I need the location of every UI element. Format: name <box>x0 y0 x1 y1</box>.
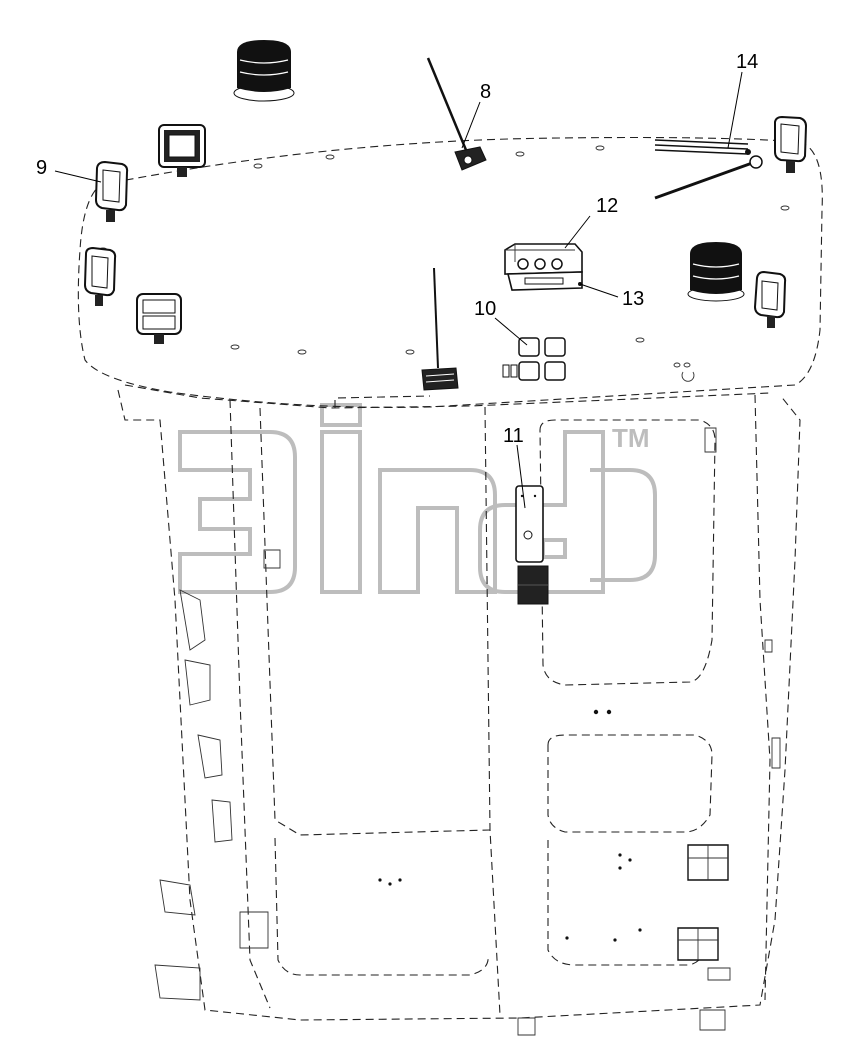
callout-10: 10 <box>474 298 496 320</box>
cab-roof-outline <box>77 136 823 409</box>
roof-antenna-base <box>421 267 459 391</box>
work-light-right-top <box>774 115 808 173</box>
wiper-assembly <box>654 139 763 200</box>
work-light-9 <box>94 160 129 222</box>
control-module <box>515 485 549 605</box>
work-light-1 <box>158 124 206 177</box>
cab-frame <box>117 389 801 1036</box>
callout-8: 8 <box>480 81 491 103</box>
callout-14: 14 <box>736 51 758 73</box>
antenna <box>426 57 487 171</box>
fuse-relay-box <box>504 243 583 291</box>
callout-11: 11 <box>503 425 524 447</box>
work-light-left-lower <box>83 246 117 306</box>
watermark-logo: TM <box>178 403 657 594</box>
door-hinge-upper <box>687 844 729 881</box>
door-hinge-lower <box>677 927 719 961</box>
beacon-lamp-right <box>687 242 745 302</box>
trademark-mark: TM <box>612 423 650 453</box>
callout-9: 9 <box>36 157 47 179</box>
work-light-square <box>136 293 182 344</box>
callout-labels: 8 9 10 11 12 13 14 <box>36 51 758 447</box>
relay-group <box>502 337 566 381</box>
callout-12: 12 <box>596 195 618 217</box>
callout-13: 13 <box>622 288 644 310</box>
work-light-right-lower <box>753 270 787 328</box>
leader-lines <box>54 71 743 509</box>
beacon-lamp-left <box>233 40 295 102</box>
